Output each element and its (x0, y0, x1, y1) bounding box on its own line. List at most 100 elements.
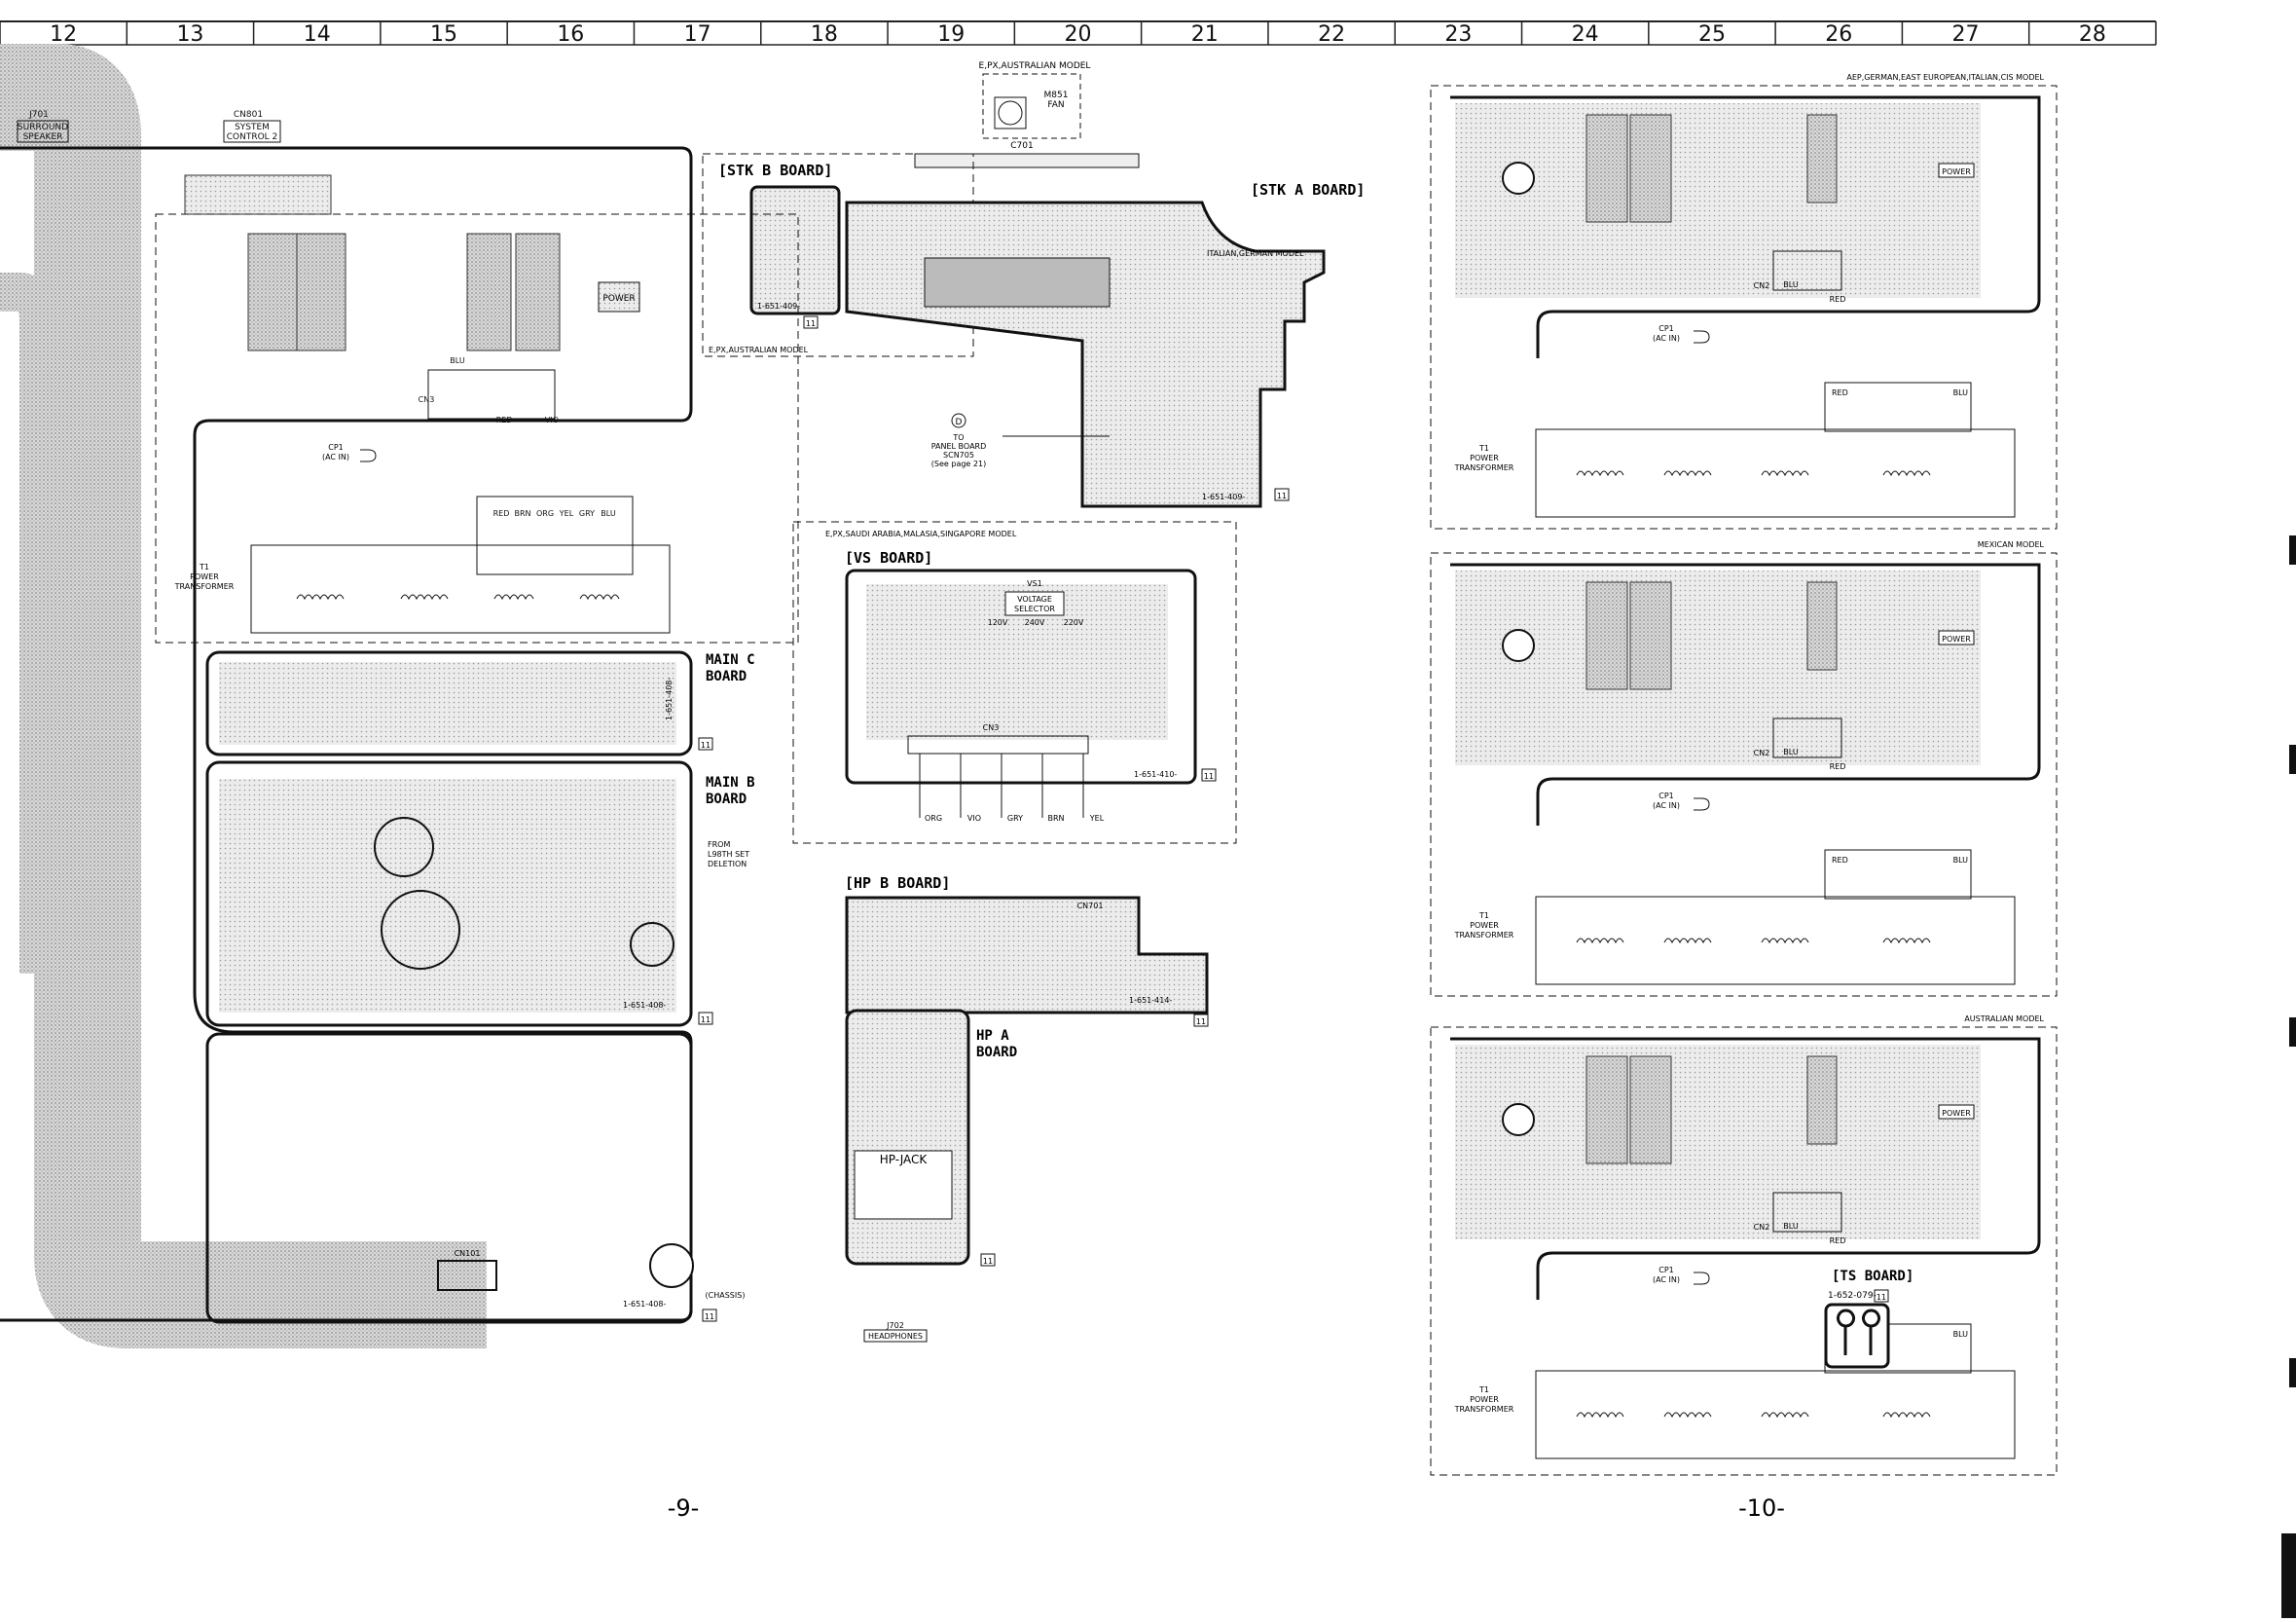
column-label-28: 28 (2079, 22, 2106, 47)
vs-wire-brn: BRN (1047, 814, 1064, 823)
vs-ref: VS1 (1027, 579, 1042, 588)
to-panel-l3: SCN705 (943, 451, 974, 460)
ts-badge: 11 (1877, 1293, 1886, 1302)
system-control-label: SYSTEM (235, 123, 270, 132)
main-c-title-2: BOARD (706, 669, 747, 684)
panel-model: AEP,GERMAN,EAST EUROPEAN,ITALIAN,CIS MOD… (1846, 73, 2044, 82)
panel-cp1-label: CP1 (1658, 792, 1674, 800)
panel-tr-label: TRANSFORMER (1454, 931, 1514, 940)
panel-red-label-2: RED (1832, 856, 1848, 865)
wire-vio: VIO (545, 416, 559, 424)
column-label-19: 19 (937, 22, 965, 47)
column-label-22: 22 (1318, 22, 1345, 47)
transformer-l1: POWER (190, 572, 219, 581)
main-b-title-2: BOARD (706, 792, 747, 807)
wire-blu-2: BLU (601, 509, 616, 518)
column-label-27: 27 (1952, 22, 1980, 47)
panel-blu-label: BLU (1783, 280, 1799, 289)
surround-label: SURROUND (18, 123, 68, 132)
wire-yel: YEL (559, 509, 574, 518)
panel-red-label-2: RED (1832, 388, 1848, 397)
bottom-board: CN101 (CHASSIS) 1-651-408- 11 (205, 1032, 746, 1324)
main-b-board: MAIN B BOARD 1-651-408- 11 FROM L98TH SE… (205, 760, 755, 1027)
panel-blu-label-2: BLU (1953, 388, 1969, 397)
stk-b-title: [STK B BOARD] (718, 162, 832, 179)
bottom-board-conn: CN101 (455, 1249, 481, 1258)
to-panel-marker: D (956, 418, 963, 427)
system-control-ref: CN801 (234, 110, 263, 120)
vs-120v: 120V (988, 618, 1008, 627)
column-label-26: 26 (1825, 22, 1852, 47)
panel-red-label: RED (1830, 295, 1846, 304)
stk-b-model: E,PX,AUSTRALIAN MODEL (709, 346, 809, 354)
vs-220v: 220V (1064, 618, 1084, 627)
page-number-left: -9- (668, 1494, 700, 1522)
deletion-l3: DELETION (708, 860, 747, 868)
stk-a-badge: 11 (1277, 492, 1287, 500)
transformer-l2: TRANSFORMER (174, 582, 235, 591)
panel-red-label: RED (1830, 1236, 1846, 1245)
panel-acin-label: (AC IN) (1653, 1275, 1680, 1284)
panel-model: AUSTRALIAN MODEL (1964, 1014, 2044, 1023)
panel-power-label: POWER (1942, 1109, 1971, 1118)
ts-part: 1-652-079- (1828, 1291, 1877, 1301)
hp-jack-label: HP-JACK (880, 1153, 929, 1166)
ts-board: [TS BOARD] 1-652-079- 11 (1824, 1269, 1913, 1369)
page-number-right: -10- (1738, 1494, 1785, 1522)
panel-t1-label: T1 (1478, 911, 1489, 920)
column-label-14: 14 (304, 22, 331, 47)
hp-b-part: 1-651-414- (1129, 996, 1172, 1005)
panel-blu-label: BLU (1783, 1222, 1799, 1231)
main-c-title-1: MAIN C (706, 652, 755, 668)
vs-240v: 240V (1025, 618, 1045, 627)
panel-acin-label: (AC IN) (1653, 801, 1680, 810)
vs-wire-org: ORG (925, 814, 942, 823)
to-panel-l4: (See page 21) (931, 460, 986, 468)
hp-a-title-1: HP A (976, 1028, 1009, 1044)
main-c-badge: 11 (701, 741, 711, 750)
column-label-20: 20 (1065, 22, 1092, 47)
fan: E,PX,AUSTRALIAN MODEL M851 FAN C701 (914, 61, 1140, 168)
panel-acin-label: (AC IN) (1653, 334, 1680, 343)
bottom-board-badge: 11 (705, 1312, 714, 1321)
panel-blu-label-2: BLU (1953, 856, 1969, 865)
wire-blu: BLU (450, 356, 465, 365)
column-label-12: 12 (50, 22, 77, 47)
stk-a-board: [STK A BOARD] ITALIAN,GERMAN MODEL 1-651… (845, 181, 1365, 508)
hp-b-conn: CN701 (1077, 902, 1104, 910)
main-b-title-1: MAIN B (706, 775, 755, 791)
wire-cn: CN3 (419, 395, 435, 404)
panel-tr-label: TRANSFORMER (1454, 1405, 1514, 1414)
right-page: AEP,GERMAN,EAST EUROPEAN,ITALIAN,CIS MOD… (1430, 73, 2058, 1476)
transformer-ref: T1 (199, 563, 209, 571)
wire-red-2: RED (493, 509, 510, 518)
fan-label: FAN (1047, 100, 1064, 110)
column-label-21: 21 (1191, 22, 1219, 47)
panel-blu-label-2: BLU (1953, 1330, 1969, 1339)
panel-pw-label: POWER (1470, 1395, 1499, 1404)
vs-cn: CN3 (983, 723, 1000, 732)
wire-org: ORG (536, 509, 554, 518)
ts-title: [TS BOARD] (1832, 1269, 1913, 1284)
surround-label-2: SPEAKER (23, 132, 63, 142)
column-label-13: 13 (176, 22, 203, 47)
transformer-left: T1 POWER TRANSFORMER (174, 544, 671, 634)
cp1-acin: (AC IN) (322, 453, 349, 461)
vs-wire-vio: VIO (967, 814, 981, 823)
chassis-label: (CHASSIS) (706, 1291, 746, 1300)
wire-gry: GRY (579, 509, 595, 518)
to-panel-l2: PANEL BOARD (931, 442, 987, 451)
panel-t1-label: T1 (1478, 1385, 1489, 1394)
panel-cn-label: CN2 (1754, 1223, 1770, 1232)
hp-a-label: HEADPHONES (868, 1332, 923, 1341)
vs-title: [VS BOARD] (845, 549, 932, 567)
column-label-16: 16 (557, 22, 584, 47)
panel-cn-label: CN2 (1754, 281, 1770, 290)
hp-a-board: HP A BOARD HP-JACK 11 J702 HEADPHONES (845, 1009, 1017, 1343)
model-panel-1: AEP,GERMAN,EAST EUROPEAN,ITALIAN,CIS MOD… (1430, 73, 2058, 530)
fan-ref: M851 (1044, 91, 1069, 100)
vs-wire-yel: YEL (1089, 814, 1105, 823)
vs-part: 1-651-410- (1134, 770, 1177, 779)
panel-red-label: RED (1830, 762, 1846, 771)
